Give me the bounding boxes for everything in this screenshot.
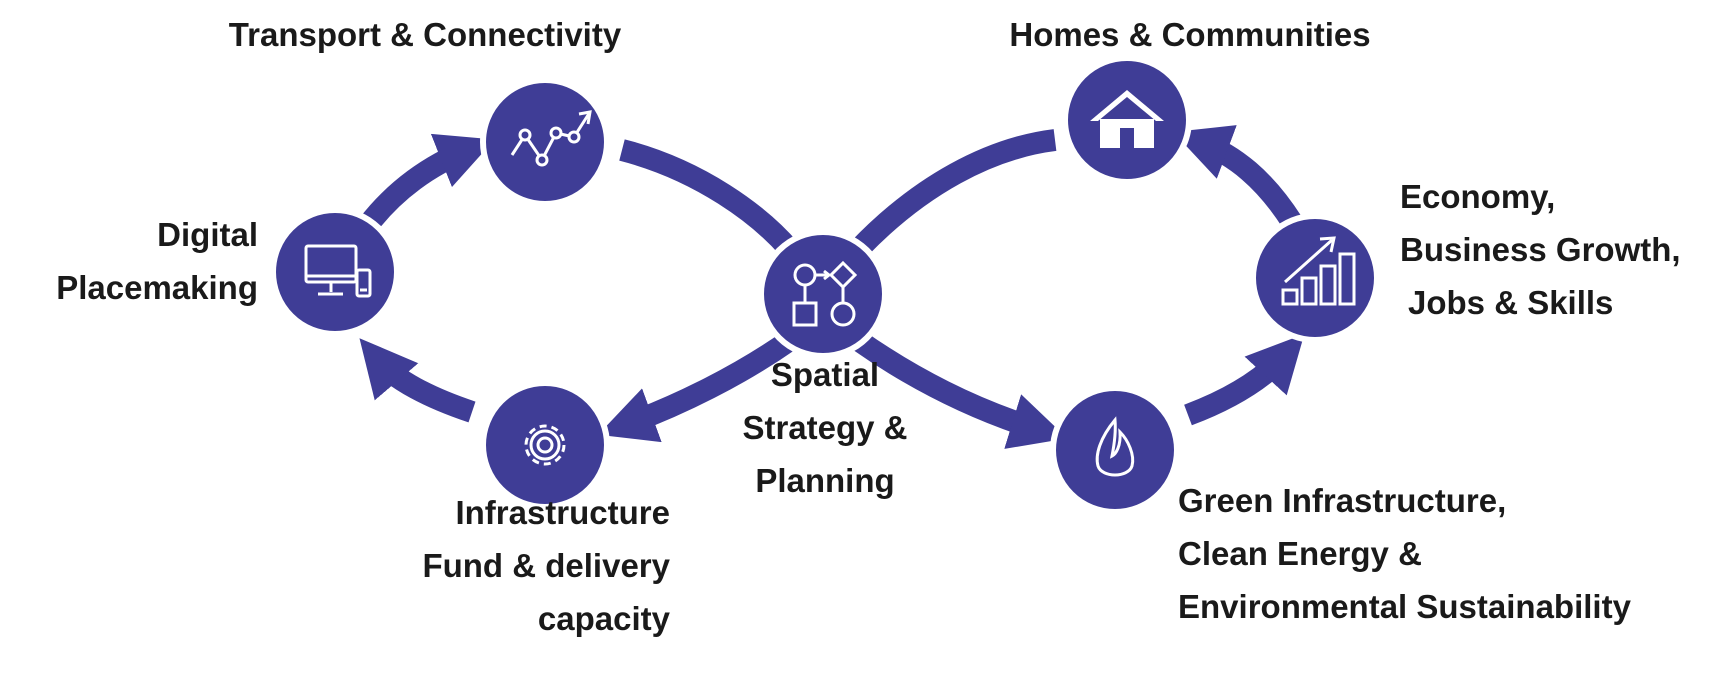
label-infrastructure-line-1: Infrastructure — [455, 494, 670, 531]
label-transport: Transport & Connectivity — [190, 8, 660, 61]
label-spatial-line-2: Strategy & — [742, 409, 908, 446]
label-economy: Economy, Business Growth, Jobs & Skills — [1400, 170, 1715, 329]
node-transport — [480, 77, 610, 207]
arrow-spatial-to-infrastructure — [598, 330, 797, 443]
label-digital: Digital Placemaking — [0, 208, 258, 314]
devices-icon — [304, 244, 372, 298]
node-economy — [1250, 213, 1380, 343]
label-green: Green Infrastructure, Clean Energy & Env… — [1178, 474, 1718, 633]
node-digital — [270, 207, 400, 337]
label-infrastructure-line-3: capacity — [537, 600, 670, 637]
label-infrastructure-line-2: Fund & delivery — [422, 547, 670, 584]
label-spatial: Spatial Strategy & Planning — [715, 348, 935, 507]
loop-connectors — [359, 125, 1305, 449]
node-infrastructure — [480, 380, 610, 510]
label-digital-line-1: Digital — [157, 216, 258, 253]
arrow-economy-to-homes — [1173, 125, 1302, 229]
arrow-digital-to-transport — [359, 133, 495, 232]
label-digital-line-2: Placemaking — [56, 269, 258, 306]
line-chart-icon — [510, 110, 592, 167]
growth-bars-icon — [1281, 236, 1356, 306]
gear-icon — [524, 424, 566, 466]
label-green-line-1: Green Infrastructure, — [1178, 482, 1507, 519]
label-transport-line-1: Transport & Connectivity — [228, 16, 622, 53]
flowchart-icon — [792, 260, 858, 327]
arrow-green-to-economy — [1184, 333, 1305, 426]
node-green — [1050, 385, 1180, 515]
label-green-line-3: Environmental Sustainability — [1178, 588, 1631, 625]
label-homes-line-1: Homes & Communities — [1009, 16, 1371, 53]
flame-icon — [1095, 416, 1135, 477]
connector-spatial-to-homes — [850, 129, 1057, 258]
node-spatial — [758, 229, 888, 359]
connector-transport-to-spatial — [619, 139, 799, 258]
node-homes — [1062, 55, 1192, 185]
label-economy-line-1: Economy, — [1400, 178, 1556, 215]
label-homes: Homes & Communities — [960, 8, 1420, 61]
label-spatial-line-3: Planning — [755, 462, 895, 499]
house-icon — [1090, 90, 1164, 148]
arrow-spatial-to-green — [851, 330, 1068, 449]
label-economy-line-2: Business Growth, — [1400, 231, 1681, 268]
label-infrastructure: Infrastructure Fund & delivery capacity — [370, 486, 670, 645]
label-spatial-line-1: Spatial — [770, 356, 880, 393]
label-green-line-2: Clean Energy & — [1178, 535, 1422, 572]
label-economy-line-3: Jobs & Skills — [1408, 284, 1614, 321]
arrow-infrastructure-to-digital — [359, 338, 476, 423]
